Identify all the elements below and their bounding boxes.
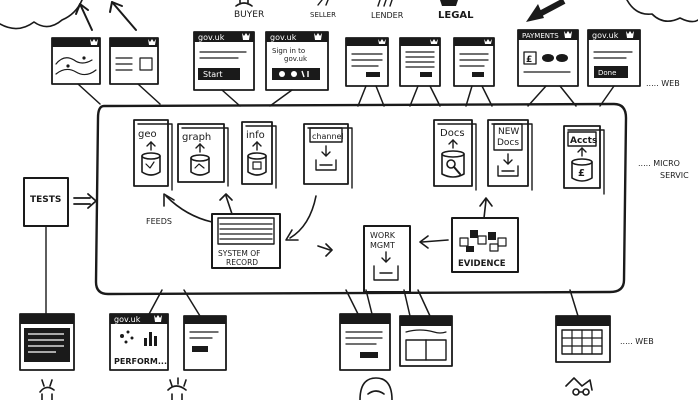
person-bottom-2 <box>167 377 187 400</box>
sor-arrows <box>163 193 333 257</box>
web-tile-lines-1[interactable] <box>345 37 389 87</box>
start-tile-title: gov.uk <box>198 33 225 42</box>
performance-caption: PERFORM... <box>114 357 167 366</box>
service-channel[interactable]: channel <box>303 123 353 189</box>
evidence-label: EVIDENCE <box>458 259 506 269</box>
feeds-label: FEEDS <box>146 217 172 226</box>
person-bottom-3 <box>359 377 393 400</box>
service-geo[interactable]: geo <box>133 119 173 191</box>
person-legal: LEGAL <box>438 0 474 21</box>
web-bottom-table[interactable] <box>555 315 611 363</box>
web-tile-list[interactable] <box>109 37 159 85</box>
person-seller: SELLER <box>310 0 336 19</box>
svg-text:£: £ <box>526 55 532 65</box>
sign-in-tile-title: gov.uk <box>270 33 297 42</box>
cloud-right <box>626 0 698 23</box>
work-label-1: WORK <box>370 231 396 240</box>
channel-label: channel <box>312 132 344 141</box>
seller-label: SELLER <box>310 11 336 19</box>
web-bottom-lines[interactable] <box>339 313 391 371</box>
web-bottom-performance[interactable]: gov.uk PERFORM... <box>109 313 169 371</box>
done-button[interactable]: Done <box>598 69 616 77</box>
service-accts[interactable]: Accts £ <box>563 125 605 195</box>
legal-label: LEGAL <box>438 10 474 21</box>
sor-label-2: RECORD <box>226 258 258 267</box>
sor-label-1: SYSTEM OF <box>218 249 261 258</box>
web-tile-payments[interactable]: PAYMENTS £ <box>517 29 579 87</box>
system-of-record[interactable]: SYSTEM OF RECORD <box>211 213 281 269</box>
person-buyer: BUYER <box>234 0 264 20</box>
tests-label: TESTS <box>30 195 61 205</box>
web-bottom-form[interactable] <box>183 315 227 371</box>
services-label: SERVIC <box>660 171 689 180</box>
web-bottom-split[interactable] <box>399 315 453 367</box>
person-bottom-1 <box>39 379 55 400</box>
evidence-arrow <box>419 235 449 249</box>
web-tile-start[interactable]: gov.uk Start <box>193 31 255 91</box>
accts-label: Accts <box>570 136 597 146</box>
service-info[interactable]: info <box>241 121 277 189</box>
new-docs-label-2: Docs <box>497 138 519 148</box>
new-docs-label-1: NEW <box>498 127 519 137</box>
buyer-label: BUYER <box>234 10 264 20</box>
web-tile-lines-2[interactable] <box>399 37 441 87</box>
service-docs[interactable]: Docs <box>433 119 477 191</box>
platform-box <box>94 102 628 296</box>
payments-title: PAYMENTS <box>522 32 559 40</box>
web-top-label: ..... WEB <box>646 79 680 88</box>
web-bottom-dashboard[interactable] <box>19 313 75 371</box>
micro-label: ..... MICRO <box>638 159 680 168</box>
start-button[interactable]: Start <box>203 70 223 79</box>
person-bottom-4 <box>565 377 593 396</box>
person-lender: LENDER <box>371 0 404 20</box>
sign-in-line-1: Sign in to <box>272 47 305 55</box>
service-new-docs[interactable]: NEW Docs <box>487 119 533 191</box>
docs-label: Docs <box>440 128 465 139</box>
tests-box[interactable]: TESTS <box>23 177 97 315</box>
web-tile-sign-in[interactable]: gov.uk Sign in to gov.uk <box>265 31 329 91</box>
svg-text:£: £ <box>578 168 585 179</box>
cloud-left <box>0 0 83 30</box>
service-graph[interactable]: graph <box>177 123 229 187</box>
work-label-2: MGMT <box>370 241 395 250</box>
lender-label: LENDER <box>371 11 404 20</box>
arrow-top-1 <box>75 3 93 31</box>
web-tile-map[interactable] <box>51 37 101 85</box>
web-tile-done[interactable]: gov.uk Done <box>587 29 641 87</box>
info-label: info <box>246 130 265 141</box>
done-tile-title: gov.uk <box>592 31 619 40</box>
web-bottom-label: ..... WEB <box>620 337 654 346</box>
sign-in-line-2: gov.uk <box>284 55 308 63</box>
arrow-top-2 <box>109 1 137 31</box>
web-tile-lines-3[interactable] <box>453 37 495 87</box>
geo-label: geo <box>138 129 157 140</box>
top-connectors <box>77 83 615 107</box>
performance-tile-title: gov.uk <box>114 315 141 324</box>
evidence-box[interactable]: EVIDENCE <box>451 197 519 273</box>
arrow-top-right <box>526 0 566 22</box>
graph-label: graph <box>182 132 211 143</box>
work-mgmt[interactable]: WORK MGMT <box>363 225 411 293</box>
